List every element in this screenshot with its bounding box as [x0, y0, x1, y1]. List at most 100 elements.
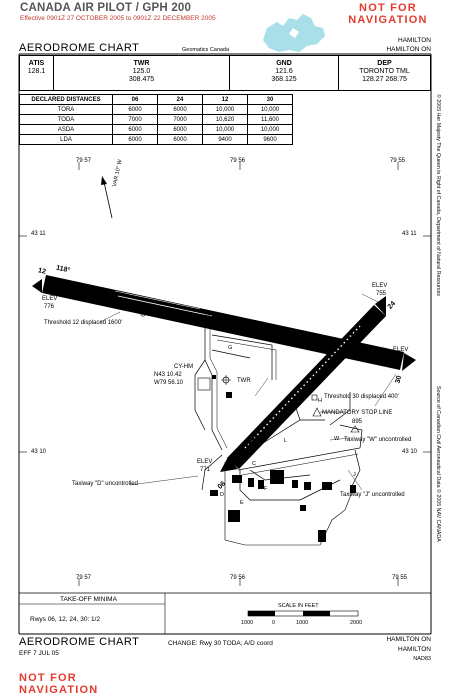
taxiway-label-l: L [284, 438, 288, 444]
lon-bot-right: 79 55 [392, 575, 408, 581]
rwy30-end-arrow [402, 353, 416, 371]
takeoff-minima-title: TAKE-OFF MINIMA [60, 596, 117, 603]
rwy06-end-arrow [220, 457, 238, 472]
lon-top-right: 79 55 [390, 158, 406, 164]
twr-value-2: 308.475 [128, 76, 155, 83]
taxiway-label-g: G [228, 345, 233, 351]
taxiways [194, 320, 363, 501]
apron-outline [197, 377, 353, 546]
beacon-icon [140, 311, 146, 317]
not-for-navigation-line2: NAVIGATION [19, 684, 99, 696]
gnd-cell: GND 121.6 368.125 [229, 56, 338, 90]
canada-map-logo [263, 14, 325, 52]
taxiway-label-j: J [353, 472, 356, 478]
leader-lines [99, 293, 397, 491]
atis-value: 128.1 [27, 68, 46, 75]
twr-value-1: 125.0 [132, 68, 151, 75]
not-for-navigation-line1: NOT FOR [359, 2, 417, 14]
lat-upper-left: 43 11 [31, 231, 46, 237]
lon-top-mid: 79 56 [230, 158, 246, 164]
scale-label-2000: 2000 [350, 620, 363, 626]
declared-distances-table: DECLARED DISTANCES 06 24 12 30 TORA 6000… [19, 94, 293, 145]
runway-06-24 [227, 305, 386, 469]
lon-top-left: 79 57 [76, 158, 92, 164]
cyhm-lon: W79 56.10 [154, 380, 184, 386]
not-for-navigation-line2: NAVIGATION [348, 14, 428, 26]
scale-bar [247, 610, 359, 617]
lon-bot-mid: 79 56 [230, 575, 246, 581]
taxiway-label-d: D [220, 492, 224, 498]
gnd-value-1: 121.6 [275, 68, 293, 75]
twr-label: TWR [133, 60, 150, 67]
rwy12-number: 12 [37, 267, 47, 276]
taxiway-label-b: B [232, 460, 236, 466]
scale-label-1000: 1000 [296, 620, 309, 626]
footer-city-lower: HAMILTON [398, 646, 431, 653]
not-for-navigation-bottom: NOT FOR NAVIGATION [19, 672, 98, 696]
taxiway-label-e: E [240, 500, 244, 506]
scale-label-1000-left: 1000 [241, 620, 254, 626]
taxiway-edges [209, 320, 359, 476]
gnd-value-2: 368.125 [271, 76, 297, 83]
taxiway-d-note: Taxiway "D" uncontrolled [72, 481, 138, 487]
elev-left-value: 776 [44, 304, 55, 310]
taxiway-w-note: Taxiway "W" uncontrolled [344, 437, 412, 443]
lat-upper-right: 43 11 [402, 231, 417, 237]
obstacle-895-icon [350, 425, 360, 433]
dep-value-1: TORONTO TML [359, 68, 410, 75]
cyhm-ident: CY-HM [174, 364, 194, 370]
elev-right-top-label: ELEV [372, 283, 388, 289]
elev-left-label: ELEV [42, 296, 58, 302]
taxiway-label-h: H [318, 398, 322, 404]
publisher: Geomatics Canada [182, 47, 230, 53]
mandatory-stop-line: MANDATORY STOP LINE [322, 410, 393, 416]
taxiway-label-c: C [252, 461, 256, 467]
not-for-navigation-line1: NOT FOR [19, 672, 77, 684]
gnd-label: GND [276, 60, 292, 67]
atis-label: ATIS [28, 60, 45, 67]
taxiway-label-a: A [233, 451, 237, 457]
elev-right-label: ELEV [393, 347, 409, 353]
rwy12-end-arrow [32, 279, 42, 293]
source-text: Source of Canadian Civil Aeronautical Da… [435, 386, 441, 542]
elev-right-top-value: 755 [376, 291, 387, 297]
city-upper: HAMILTON [398, 37, 431, 44]
dd-cell: 9600 [247, 134, 293, 145]
scale-label-0: 0 [272, 620, 276, 626]
chart-series-title: CANADA AIR PILOT / GPH 200 [20, 2, 192, 14]
lon-bot-left: 79 57 [76, 575, 92, 581]
table-row: LDA 6000 6000 9400 9600 [19, 134, 293, 145]
lat-lower-left: 43 10 [31, 449, 47, 455]
tower-label: TWR [237, 378, 251, 384]
graticule-ticks [19, 162, 431, 586]
variation-arrow [101, 176, 113, 219]
table-row: TODA 7000 7000 10,620 11,600 [19, 114, 293, 125]
rwy24-end-arrow [375, 296, 386, 316]
elev-bottom-label: ELEV [197, 459, 213, 465]
not-for-navigation-top: NOT FOR NAVIGATION [348, 2, 428, 26]
taxiway-j-note: Taxiway "J" uncontrolled [340, 492, 405, 498]
footer-change: CHANGE: Rwy 30 TODA; A/D coord [168, 640, 273, 647]
threshold-30-displaced: Threshold 30 displaced 400' [324, 394, 399, 400]
takeoff-minima-value: Rwys 06, 12, 24, 30: 1/2 [30, 616, 101, 623]
effective-dates: Effective 0901Z 27 OCTOBER 2005 to 0901Z… [20, 15, 216, 22]
cyhm-lat: N43 10.42 [154, 372, 182, 378]
atis-cell: ATIS 128.1 [20, 56, 53, 90]
elev-bottom-value: 771 [200, 467, 211, 473]
footer-datum: NAD83 [413, 656, 431, 662]
mandatory-stop-marker [312, 407, 322, 417]
dep-value-2: 128.27 268.75 [362, 76, 407, 83]
city-lower: HAMILTON ON [386, 46, 431, 53]
dep-label: DEP [377, 60, 392, 67]
footer-city-upper: HAMILTON ON [386, 636, 431, 643]
scale-title: SCALE IN FEET [278, 603, 319, 609]
lat-lower-right: 43 10 [402, 449, 418, 455]
taxiway-label-w: W [334, 436, 340, 442]
twr-cell: TWR 125.0 308.475 [53, 56, 229, 90]
threshold-12-displaced: Threshold 12 displaced 1600' [44, 320, 123, 326]
elev-right-value: 767 [396, 355, 407, 361]
footer-eff: EFF 7 JUL 05 [19, 650, 59, 657]
chart-name: AERODROME CHART [19, 42, 140, 54]
copyright-text: © 2005 Her Majesty The Queen in Right of… [435, 94, 441, 296]
